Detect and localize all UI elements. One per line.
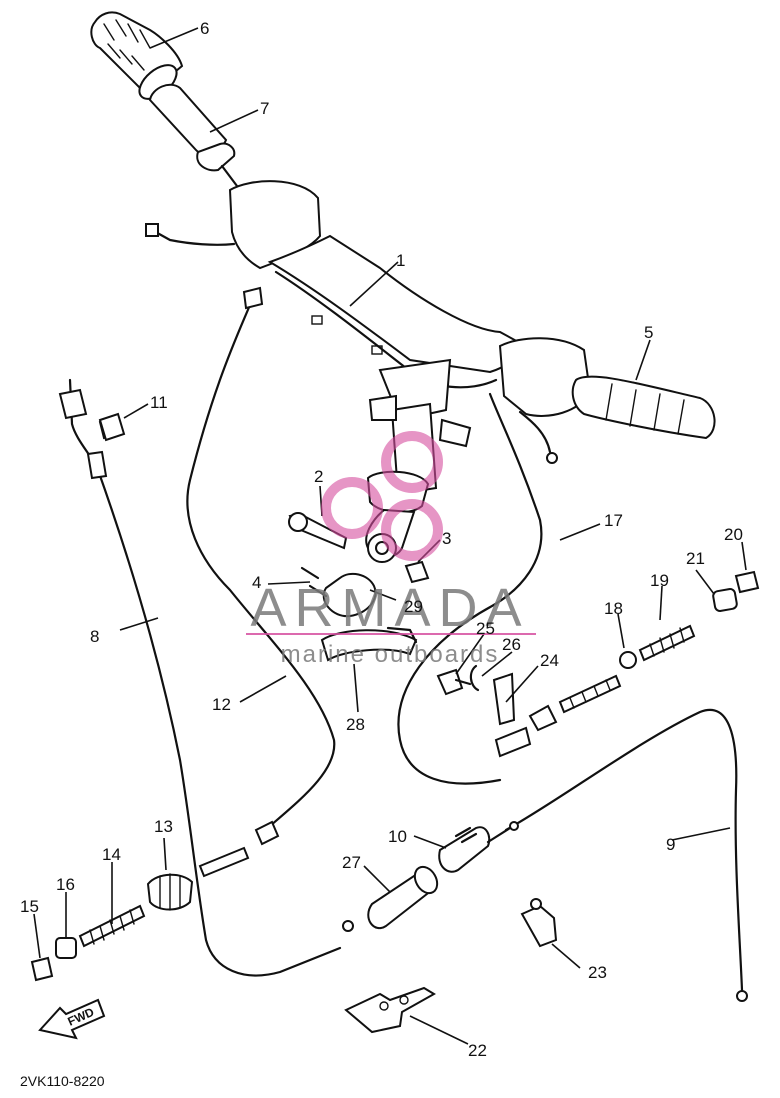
bolt-11 xyxy=(98,412,126,442)
part-labels: 6 7 1 5 11 2 3 17 4 29 20 21 19 18 8 25 … xyxy=(20,19,743,1060)
junction-10 xyxy=(438,821,519,873)
watermark-tagline: marine outboards xyxy=(281,641,500,668)
part-label-2: 2 xyxy=(314,467,323,486)
guide-27 xyxy=(367,865,439,929)
watermark-logo-icon xyxy=(321,431,443,561)
part-label-20: 20 xyxy=(724,525,743,544)
handlebar xyxy=(228,180,524,496)
cable-17 xyxy=(397,392,543,785)
left-tube xyxy=(148,83,242,192)
cable-12 xyxy=(186,298,336,828)
small-fasteners xyxy=(436,664,516,726)
part-label-8: 8 xyxy=(90,627,99,646)
part-label-3: 3 xyxy=(442,529,451,548)
bracket-22 xyxy=(344,986,436,1034)
part-label-26: 26 xyxy=(502,635,521,654)
part-label-19: 19 xyxy=(650,571,669,590)
part-label-29: 29 xyxy=(404,597,423,616)
part-label-16: 16 xyxy=(56,875,75,894)
part-label-6: 6 xyxy=(200,19,209,38)
adjuster-right xyxy=(494,570,760,758)
part-label-9: 9 xyxy=(666,835,675,854)
part-label-13: 13 xyxy=(154,817,173,836)
cable-9 xyxy=(504,708,744,992)
adjuster-left xyxy=(30,820,280,982)
part-label-11: 11 xyxy=(150,393,168,412)
watermark: ARMADA marine outboards xyxy=(246,431,536,668)
part-label-18: 18 xyxy=(604,599,623,618)
part-label-28: 28 xyxy=(346,715,365,734)
part-label-10: 10 xyxy=(388,827,407,846)
part-label-24: 24 xyxy=(540,651,559,670)
clamp-23 xyxy=(520,898,558,948)
part-label-17: 17 xyxy=(604,511,623,530)
linework xyxy=(30,11,760,1045)
part-label-27: 27 xyxy=(342,853,361,872)
fwd-arrow-icon xyxy=(38,998,106,1040)
cable-clip xyxy=(150,228,236,246)
part-label-5: 5 xyxy=(644,323,653,342)
right-grip xyxy=(498,337,716,464)
part-label-25: 25 xyxy=(476,619,495,638)
part-label-21: 21 xyxy=(686,549,705,568)
left-grip xyxy=(90,11,184,100)
part-label-4: 4 xyxy=(252,573,261,592)
part-label-12: 12 xyxy=(212,695,231,714)
part-label-7: 7 xyxy=(260,99,269,118)
part-label-14: 14 xyxy=(102,845,121,864)
part-label-22: 22 xyxy=(468,1041,487,1060)
diagram-code: 2VK110-8220 xyxy=(20,1073,105,1089)
watermark-brand: ARMADA xyxy=(250,578,529,638)
cable-8 xyxy=(68,378,342,977)
part-label-23: 23 xyxy=(588,963,607,982)
part-label-1: 1 xyxy=(396,251,405,270)
part-label-15: 15 xyxy=(20,897,39,916)
